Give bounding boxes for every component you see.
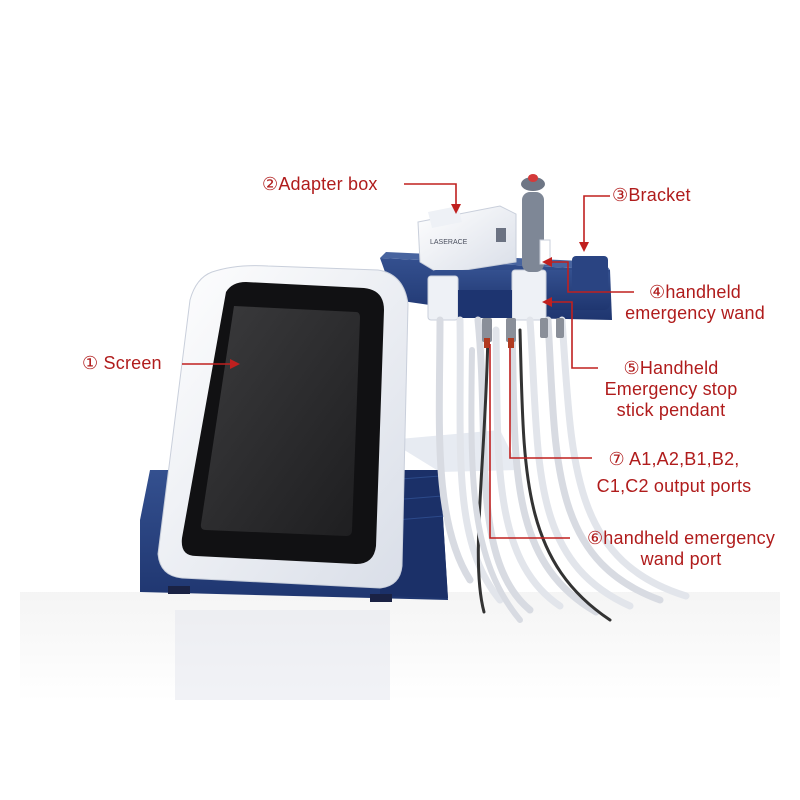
device-brand-text: LASERACE [430, 239, 468, 246]
floor-reflection [20, 592, 780, 702]
screen-reflection [175, 610, 390, 700]
handheld-wand [521, 174, 551, 272]
label-pendant-line-3: stick pendant [616, 400, 726, 420]
label-output-ports: ⑦ A1,A2,B1,B2, C1,C2 output ports [576, 449, 772, 497]
leader-wand [550, 261, 634, 293]
label-screen-text: ① Screen [82, 353, 162, 373]
label-wand-line-2: emergency wand [625, 303, 765, 323]
label-bracket: ③Bracket [612, 185, 691, 206]
cables [435, 316, 690, 623]
label-wand: ④handheld emergency wand [610, 282, 780, 324]
leader-pendant [550, 301, 598, 369]
connector-plugs [482, 318, 564, 348]
label-wand-line-1: ④handheld [648, 282, 741, 302]
leader-adapter-arrowhead [451, 204, 461, 214]
leader-wand-port [489, 344, 570, 539]
leader-bracket [583, 195, 610, 244]
label-wand-port-line-1: ⑥handheld emergency [586, 528, 776, 548]
label-output-ports-line-1: ⑦ A1,A2,B1,B2, [608, 449, 740, 469]
leader-bracket-arrowhead [579, 242, 589, 252]
label-pendant: ⑤Handheld Emergency stop stick pendant [586, 358, 756, 421]
touch-screen [200, 306, 360, 536]
leader-wand-arrowhead [542, 257, 552, 267]
label-adapter-box-text: ②Adapter box [262, 174, 378, 194]
label-pendant-line-1: ⑤Handheld [623, 358, 719, 378]
leader-output-ports [509, 348, 592, 459]
screen-housing [157, 265, 409, 589]
bracket-holder [427, 256, 610, 321]
adapter-box: LASERACE [417, 205, 517, 275]
label-adapter-box: ②Adapter box [262, 174, 378, 195]
label-pendant-line-2: Emergency stop [604, 379, 738, 399]
leader-screen-arrowhead [230, 359, 240, 369]
label-wand-port: ⑥handheld emergency wand port [570, 528, 792, 570]
leader-lines [182, 183, 634, 539]
label-wand-port-line-2: wand port [640, 549, 722, 569]
label-output-ports-line-2: C1,C2 output ports [596, 476, 752, 496]
leader-adapter [404, 183, 457, 206]
label-screen: ① Screen [82, 353, 162, 374]
leader-pendant-arrowhead [542, 297, 552, 307]
label-bracket-text: ③Bracket [612, 185, 691, 205]
